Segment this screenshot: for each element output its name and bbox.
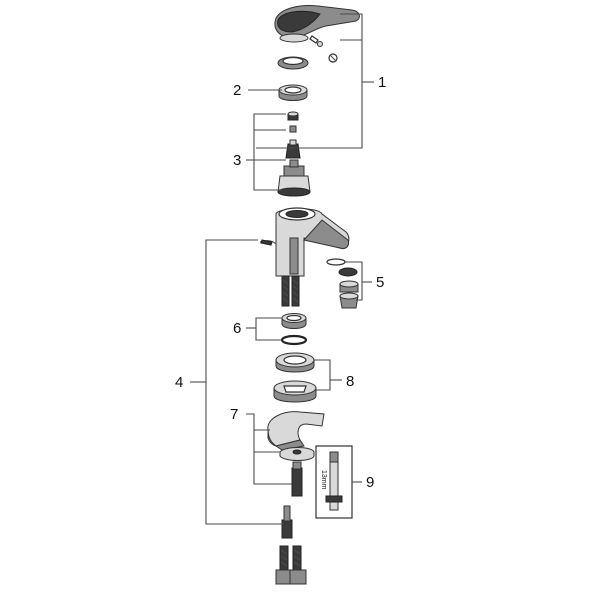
assembly-tool: 13mm xyxy=(315,445,353,519)
aerator-assembly xyxy=(326,258,359,309)
callout-5: 5 xyxy=(376,274,384,291)
callout-3: 3 xyxy=(233,152,241,169)
callout-9: 9 xyxy=(366,474,374,491)
mounting-washer xyxy=(281,313,307,329)
lever-handle xyxy=(274,5,360,43)
handle-screws xyxy=(309,35,338,63)
leader-lines-1 xyxy=(256,13,374,149)
leader-lines-6 xyxy=(246,317,282,341)
cartridge-screw xyxy=(287,111,299,133)
spindle-adapter xyxy=(285,139,301,159)
callout-1: 1 xyxy=(378,74,386,91)
leader-lines-4 xyxy=(190,239,284,525)
tool-size-label: 13mm xyxy=(320,470,327,490)
flexible-hoses-lower xyxy=(275,545,307,585)
base-plate-upper xyxy=(275,352,315,373)
pop-up-rod xyxy=(281,505,293,539)
callout-6: 6 xyxy=(233,320,241,337)
fixing-nut xyxy=(279,447,315,461)
callout-7: 7 xyxy=(230,406,238,423)
threaded-rod xyxy=(291,461,303,497)
callout-2: 2 xyxy=(233,82,241,99)
tap-body xyxy=(275,207,350,277)
callout-8: 8 xyxy=(346,373,354,390)
lift-rod-small xyxy=(259,239,277,246)
callout-4: 4 xyxy=(175,374,183,391)
flexible-hoses-upper xyxy=(281,275,300,307)
cover-ring-lower xyxy=(278,84,308,101)
leader-lines-5 xyxy=(344,261,372,301)
cover-ring-upper xyxy=(277,56,309,70)
base-plate-lower xyxy=(273,380,317,403)
cartridge xyxy=(277,159,311,197)
leader-lines-7 xyxy=(246,413,292,485)
o-ring xyxy=(280,334,308,346)
horseshoe-bracket xyxy=(267,411,325,451)
leader-lines-3 xyxy=(246,113,286,191)
leader-lines-8 xyxy=(314,359,342,391)
